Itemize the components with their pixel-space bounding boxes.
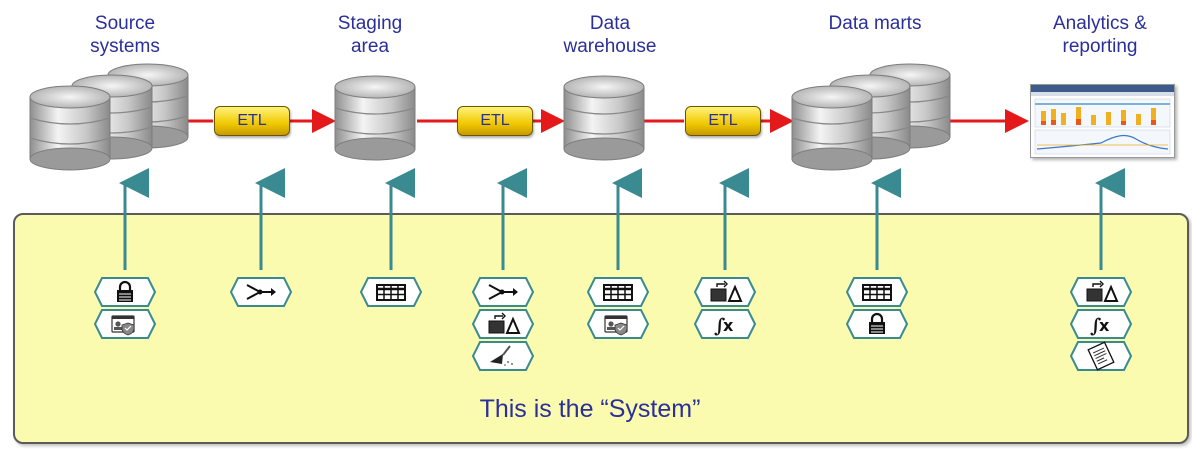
control-badge (360, 277, 422, 307)
lock-icon (94, 277, 156, 307)
control-badge: ∫x (1070, 309, 1132, 339)
stage-title-data-marts: Data marts (810, 12, 940, 35)
control-badge (94, 309, 156, 339)
control-badge (1070, 277, 1132, 307)
function-fx-icon: ∫x (694, 309, 756, 339)
stage-title-staging-area: Staging area (325, 12, 415, 58)
transform-shapes-icon (694, 277, 756, 307)
lock-icon (846, 309, 908, 339)
control-badge (472, 309, 534, 339)
control-badge (230, 277, 292, 307)
control-badge: ∫x (694, 309, 756, 339)
stage-title-line: area (350, 36, 390, 57)
merge-arrow-icon (472, 277, 534, 307)
control-badge (1070, 341, 1132, 371)
stage-title-line: systems (90, 36, 160, 57)
id-card-shield-icon (587, 309, 649, 339)
database-icon (563, 75, 645, 161)
control-badge (846, 277, 908, 307)
database-stack-icon (29, 63, 189, 171)
etl-process-box: ETL (214, 106, 290, 136)
stage-title-line: Data marts (828, 13, 922, 34)
report-dashboard-thumbnail (1030, 84, 1175, 158)
database-icon (334, 75, 416, 161)
id-card-shield-icon (94, 309, 156, 339)
system-label: This is the “System” (479, 395, 701, 423)
transform-shapes-icon (472, 309, 534, 339)
merge-arrow-icon (230, 277, 292, 307)
control-badge (694, 277, 756, 307)
stage-title-line: reporting (1062, 36, 1138, 57)
svg-text:∫: ∫ (714, 315, 725, 337)
grid-table-icon (360, 277, 422, 307)
stage-title-source-systems: Source systems (70, 12, 180, 58)
database-stack-icon (791, 63, 951, 171)
control-badge (587, 309, 649, 339)
control-badge (472, 277, 534, 307)
etl-process-box: ETL (457, 106, 533, 136)
stage-title-line: Staging (337, 13, 403, 34)
dashboard-chart-icon (1031, 85, 1174, 155)
stage-title-data-warehouse: Data warehouse (550, 12, 670, 58)
function-fx-icon: ∫x (1070, 309, 1132, 339)
broom-icon (472, 341, 534, 371)
stage-title-line: Source (94, 13, 156, 34)
connectors (119, 168, 1125, 270)
svg-text:x: x (1099, 316, 1110, 335)
svg-text:x: x (723, 316, 734, 335)
control-badge (94, 277, 156, 307)
grid-table-icon (846, 277, 908, 307)
stage-title-line: warehouse (563, 36, 657, 57)
etl-process-box: ETL (685, 106, 761, 136)
control-badge (846, 309, 908, 339)
svg-text:∫: ∫ (1090, 315, 1101, 337)
control-badge (472, 341, 534, 371)
stage-title-line: Data (589, 13, 631, 34)
report-document-icon (1070, 341, 1132, 371)
grid-table-icon (587, 277, 649, 307)
stage-title-line: Analytics & (1053, 13, 1147, 34)
transform-shapes-icon (1070, 277, 1132, 307)
control-badge (587, 277, 649, 307)
stage-title-analytics-reporting: Analytics & reporting (1030, 12, 1170, 58)
